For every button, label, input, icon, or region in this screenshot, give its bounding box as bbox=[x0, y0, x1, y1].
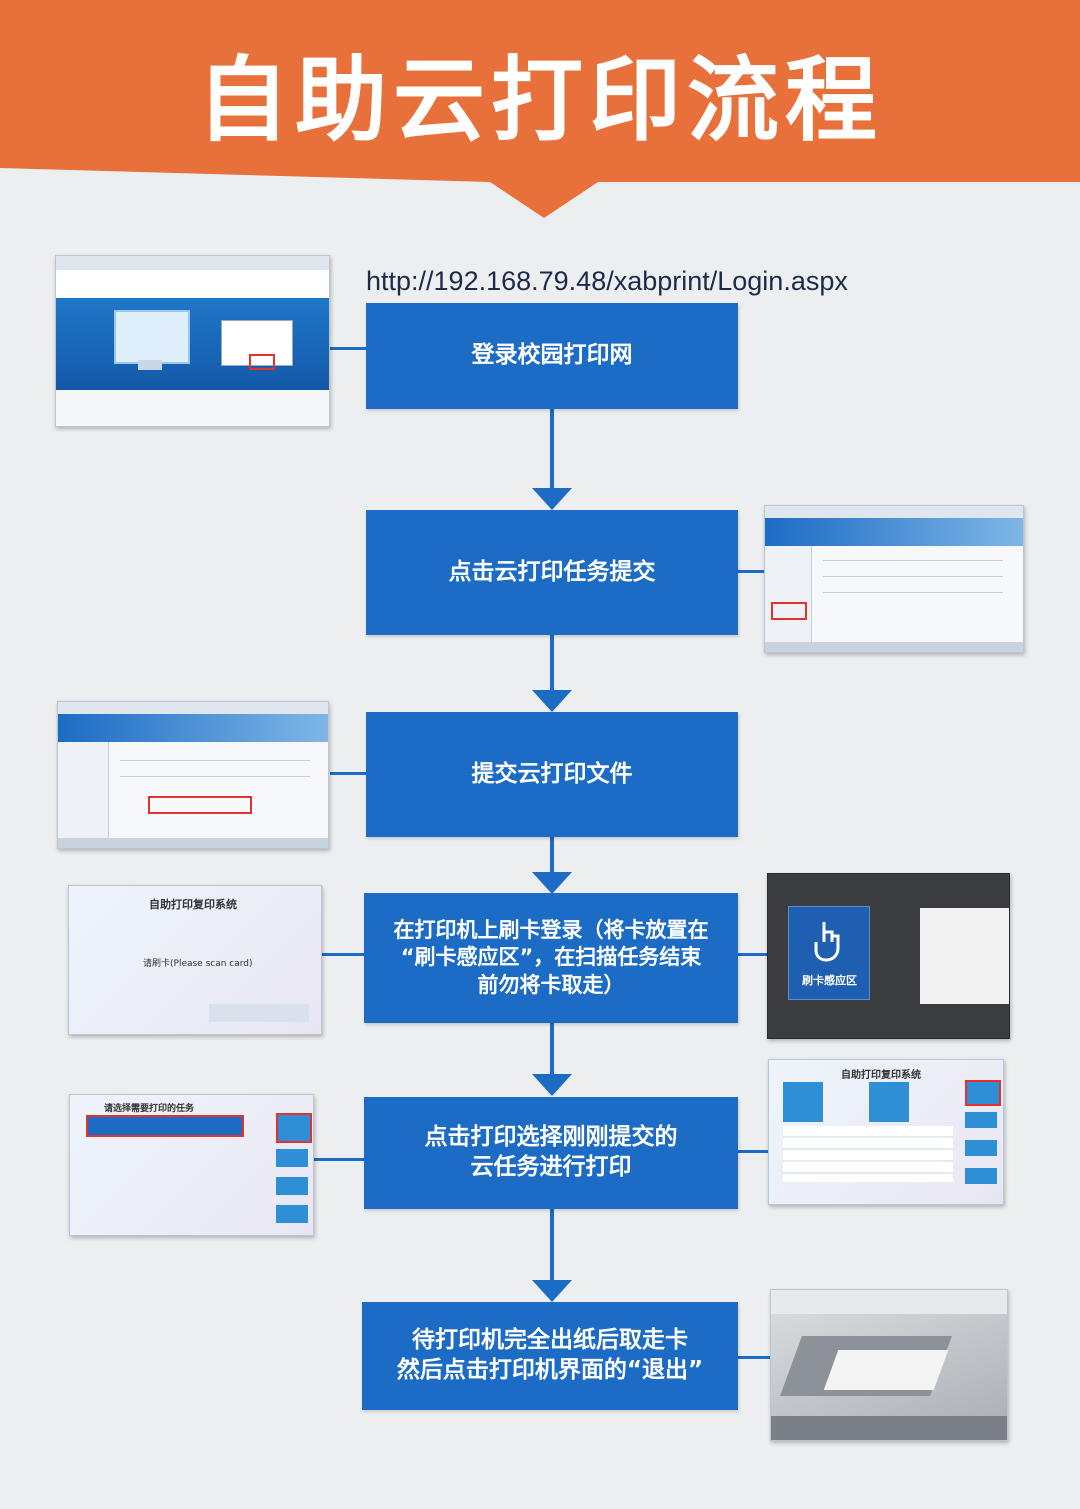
thumbnail-task-select: 请选择需要打印的任务 bbox=[69, 1094, 314, 1236]
connector-2 bbox=[736, 570, 764, 573]
thumbnail-kiosk-login: 自助打印复印系统 请刷卡(Please scan card) bbox=[68, 885, 322, 1035]
thumbnail-kiosk-print: 自助打印复印系统 bbox=[768, 1059, 1004, 1205]
flow-arrow-2 bbox=[532, 634, 572, 712]
connector-5a bbox=[314, 1158, 364, 1161]
connector-5b bbox=[738, 1150, 768, 1153]
step-6-text: 待打印机完全出纸后取走卡 然后点击打印机界面的“退出” bbox=[396, 1327, 704, 1383]
hand-pointer-icon bbox=[814, 922, 840, 962]
page-title: 自助云打印流程 bbox=[196, 47, 883, 154]
step-5-select-print: 点击打印选择刚刚提交的 云任务进行打印 bbox=[364, 1097, 738, 1209]
connector-4a bbox=[322, 953, 366, 956]
step-6-finish: 待打印机完全出纸后取走卡 然后点击打印机界面的“退出” bbox=[362, 1302, 738, 1410]
connector-6 bbox=[738, 1356, 772, 1359]
step-1-text: 登录校园打印网 bbox=[471, 342, 633, 369]
flow-arrow-1 bbox=[532, 408, 572, 510]
flow-arrow-3 bbox=[532, 836, 572, 894]
step-1-login: 登录校园打印网 bbox=[366, 303, 738, 409]
step-4-card-login: 在打印机上刷卡登录（将卡放置在 “刷卡感应区”，在扫描任务结束 前勿将卡取走） bbox=[364, 893, 738, 1023]
kiosk-login-title: 自助打印复印系统 bbox=[149, 898, 237, 911]
kiosk-print-title: 自助打印复印系统 bbox=[841, 1070, 921, 1081]
step-3-submit-file: 提交云打印文件 bbox=[366, 712, 738, 837]
flow-arrow-4 bbox=[532, 1022, 572, 1096]
thumbnail-printer-tray bbox=[770, 1289, 1008, 1441]
thumbnail-submit-page bbox=[57, 701, 329, 849]
header-banner bbox=[0, 0, 1080, 218]
connector-4b bbox=[736, 953, 768, 956]
thumbnail-login-page bbox=[55, 255, 330, 427]
connector-3 bbox=[330, 772, 368, 775]
connector-1 bbox=[330, 347, 368, 350]
task-select-title: 请选择需要打印的任务 bbox=[104, 1104, 195, 1114]
card-reader-label: 刷卡感应区 bbox=[802, 974, 857, 987]
step-4-text: 在打印机上刷卡登录（将卡放置在 “刷卡感应区”，在扫描任务结束 前勿将卡取走） bbox=[393, 918, 709, 997]
step-3-text: 提交云打印文件 bbox=[471, 760, 633, 787]
kiosk-scan-prompt: 请刷卡(Please scan card) bbox=[143, 959, 253, 969]
step-2-text: 点击云打印任务提交 bbox=[448, 558, 656, 585]
step-5-text: 点击打印选择刚刚提交的 云任务进行打印 bbox=[424, 1124, 678, 1180]
flow-arrow-5 bbox=[532, 1208, 572, 1302]
thumbnail-task-page bbox=[764, 505, 1024, 653]
login-url: http://192.168.79.48/xabprint/Login.aspx bbox=[366, 266, 848, 296]
thumbnail-card-reader: 刷卡感应区 bbox=[767, 873, 1010, 1039]
step-2-cloud-task: 点击云打印任务提交 bbox=[366, 510, 738, 635]
